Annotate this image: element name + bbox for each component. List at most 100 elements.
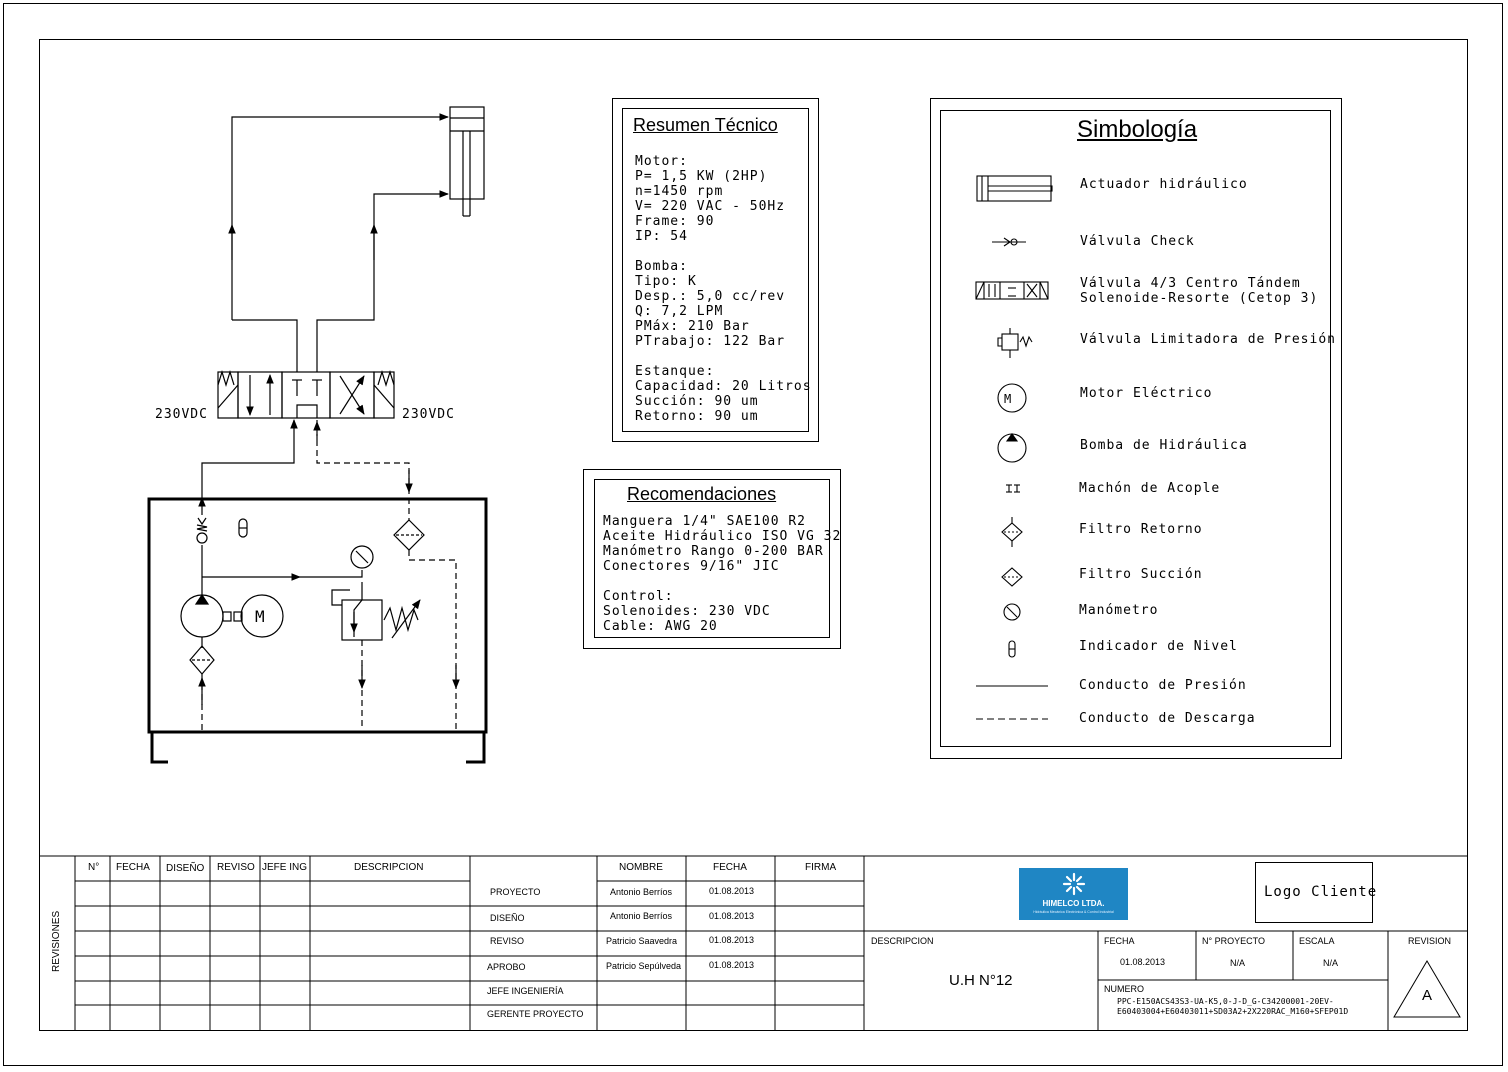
simbologia-frame bbox=[930, 98, 1342, 759]
manometer-icon bbox=[1003, 603, 1021, 621]
name-aprobo: Patricio Sepúlveda bbox=[606, 961, 682, 971]
simb-label-actuador: Actuador hidráulico bbox=[1080, 177, 1248, 192]
client-logo-box: Logo Cliente bbox=[1255, 862, 1376, 923]
tank bbox=[147, 497, 488, 764]
descripcion-value: U.H N°12 bbox=[949, 972, 1013, 989]
role-diseno: DISEÑO bbox=[490, 913, 525, 923]
proyecto-label: N° PROYECTO bbox=[1202, 936, 1265, 946]
sheet-border-outer bbox=[3, 3, 1503, 1066]
company-logo-mark-icon bbox=[1062, 872, 1086, 896]
simbologia-box bbox=[940, 110, 1331, 747]
resumen-line: IP: 54 bbox=[635, 229, 688, 244]
company-logo: HIMELCO LTDA. Hidráulica Mecánica Electr… bbox=[1019, 868, 1128, 920]
name-proyecto: Antonio Berríos bbox=[610, 887, 673, 897]
revisiones-label: REVISIONES bbox=[51, 910, 62, 972]
return-filter-icon bbox=[1001, 517, 1023, 547]
resumen-line: n=1450 rpm bbox=[635, 184, 724, 199]
role-aprobo: APROBO bbox=[487, 962, 526, 972]
fecha-label: FECHA bbox=[1104, 936, 1135, 946]
rev-header-reviso: REVISO bbox=[217, 862, 255, 873]
approvals-header-nombre: NOMBRE bbox=[619, 862, 663, 873]
relief-valve bbox=[331, 582, 421, 730]
rev-header-descripcion: DESCRIPCION bbox=[354, 862, 424, 873]
resumen-line: Retorno: 90 um bbox=[635, 409, 759, 424]
suction-filter-icon bbox=[1001, 567, 1023, 587]
revision-label: REVISION bbox=[1408, 936, 1452, 946]
role-gerente-proyecto: GERENTE PROYECTO bbox=[487, 1009, 584, 1019]
date-aprobo: 01.08.2013 bbox=[709, 960, 755, 970]
revision-triangle bbox=[1393, 960, 1461, 1018]
numero-label: NUMERO bbox=[1104, 984, 1144, 994]
resumen-tecnico-box: Resumen Técnico Motor:P= 1,5 KW (2HP)n=1… bbox=[622, 108, 812, 432]
rev-header-no: N° bbox=[88, 862, 100, 873]
rev-header-jefe: JEFE ING bbox=[262, 862, 308, 873]
recomendaciones-line: Solenoides: 230 VDC bbox=[603, 604, 771, 619]
resumen-line: Bomba: bbox=[635, 259, 688, 274]
company-name: HIMELCO LTDA. bbox=[1042, 899, 1105, 908]
coupling-icon bbox=[1006, 484, 1020, 493]
role-proyecto: PROYECTO bbox=[490, 887, 541, 897]
recomendaciones-line: Manguera 1/4" SAE100 R2 bbox=[603, 514, 807, 529]
simbologia-title: Simbología bbox=[1077, 116, 1198, 143]
directional-valve-icon bbox=[975, 281, 1049, 300]
resumen-line: Capacidad: 20 Litros bbox=[635, 379, 812, 394]
role-jefe-ingenieria: JEFE INGENIERÍA bbox=[487, 986, 564, 996]
recomendaciones-line: Control: bbox=[603, 589, 674, 604]
date-diseno: 01.08.2013 bbox=[709, 911, 755, 921]
electric-motor-icon bbox=[997, 383, 1027, 413]
valve-voltage-left: 230VDC bbox=[155, 407, 208, 422]
recomendaciones-line: Aceite Hidráulico ISO VG 32 bbox=[603, 529, 842, 544]
simb-label-filtro-succion: Filtro Succión bbox=[1079, 567, 1203, 582]
numero-line-2: E60403004+E60403011+SD03A2+2X220RAC_M160… bbox=[1117, 1007, 1349, 1016]
simb-label-limitadora: Válvula Limitadora de Presión bbox=[1080, 332, 1336, 347]
descripcion-label: DESCRIPCION bbox=[871, 936, 934, 946]
fecha-value: 01.08.2013 bbox=[1120, 957, 1166, 967]
resumen-line: Motor: bbox=[635, 154, 688, 169]
resumen-line: V= 220 VAC - 50Hz bbox=[635, 199, 786, 214]
actuator-icon bbox=[976, 175, 1053, 202]
valve-voltage-right: 230VDC bbox=[402, 407, 455, 422]
client-logo-label: Logo Cliente bbox=[1264, 884, 1378, 900]
date-proyecto: 01.08.2013 bbox=[709, 886, 755, 896]
motor-icon-letter: M bbox=[1004, 392, 1011, 406]
recomendaciones-line: Conectores 9/16" JIC bbox=[603, 559, 780, 574]
simb-label-descarga: Conducto de Descarga bbox=[1079, 711, 1256, 726]
resumen-line: Desp.: 5,0 cc/rev bbox=[635, 289, 786, 304]
check-valve-icon bbox=[992, 237, 1026, 247]
relief-valve-icon bbox=[997, 328, 1033, 358]
simb-label-valvula43-line2: Solenoide-Resorte (Cetop 3) bbox=[1080, 291, 1319, 306]
recomendaciones-line: Cable: AWG 20 bbox=[603, 619, 718, 634]
name-reviso: Patricio Saavedra bbox=[606, 936, 678, 946]
simb-label-check: Válvula Check bbox=[1080, 234, 1195, 249]
recomendaciones-line: Manómetro Rango 0-200 BAR bbox=[603, 544, 824, 559]
resumen-tecnico-frame bbox=[612, 98, 819, 442]
simbologia-icons: M bbox=[975, 175, 1053, 720]
proyecto-value: N/A bbox=[1230, 958, 1246, 968]
level-indicator-icon bbox=[1008, 640, 1016, 658]
recomendaciones-frame bbox=[583, 469, 841, 649]
simb-label-presion: Conducto de Presión bbox=[1079, 678, 1247, 693]
directional-valve bbox=[217, 369, 395, 419]
resumen-line: PMáx: 210 Bar bbox=[635, 319, 750, 334]
resumen-line: P= 1,5 KW (2HP) bbox=[635, 169, 768, 184]
numero-line-1: PPC-E150ACS43S3-UA-K5,0-J-D_G-C34200001-… bbox=[1117, 997, 1334, 1006]
simb-label-motor: Motor Eléctrico bbox=[1080, 386, 1213, 401]
resumen-line: Estanque: bbox=[635, 364, 715, 379]
simb-label-filtro-retorno: Filtro Retorno bbox=[1079, 522, 1203, 537]
recomendaciones-title: Recomendaciones bbox=[627, 484, 777, 504]
date-reviso: 01.08.2013 bbox=[709, 935, 755, 945]
resumen-line: Q: 7,2 LPM bbox=[635, 304, 724, 319]
approvals-header-fecha: FECHA bbox=[713, 862, 747, 873]
resumen-title: Resumen Técnico bbox=[633, 115, 778, 135]
motor-label: M bbox=[255, 607, 265, 626]
simb-label-manometro: Manómetro bbox=[1079, 603, 1159, 618]
revision-value: A bbox=[1422, 987, 1433, 1004]
escala-label: ESCALA bbox=[1299, 936, 1335, 946]
approvals-header-firma: FIRMA bbox=[805, 862, 837, 873]
resumen-line: Succión: 90 um bbox=[635, 394, 759, 409]
rev-header-fecha: FECHA bbox=[116, 862, 150, 873]
simb-label-machon: Machón de Acople bbox=[1079, 481, 1221, 496]
